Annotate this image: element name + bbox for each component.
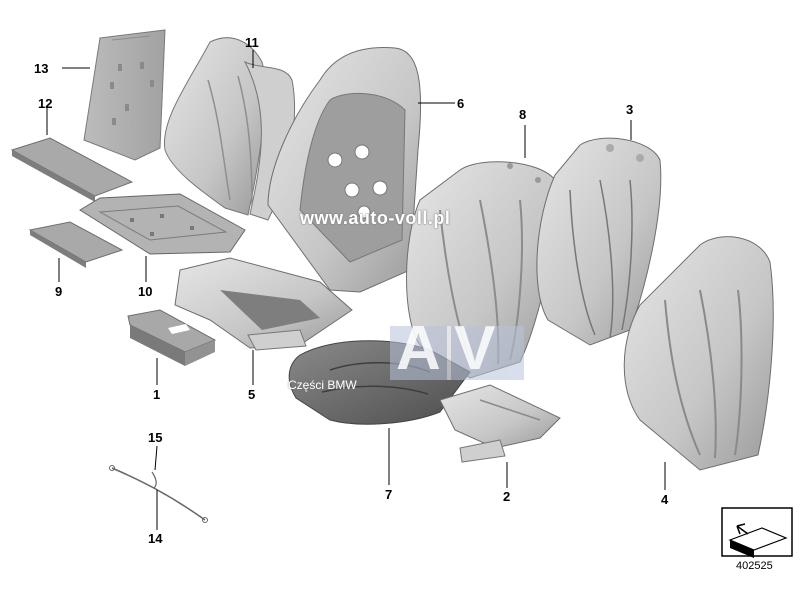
watermark-logo [390,326,524,380]
callout-10: 10 [138,284,153,299]
part-3-backrest-cover [536,137,662,346]
part-15-clip [151,471,157,489]
diagram-number-box [721,507,793,558]
callout-15: 15 [148,430,163,445]
part-9-pad [28,221,124,268]
part-1-cushion [127,309,217,366]
part-13-back-pad [83,29,166,161]
callout-4: 4 [661,492,669,507]
watermark-caption: Części BMW [288,378,357,392]
callout-13: 13 [34,61,49,76]
callout-7: 7 [385,487,393,502]
watermark-letters: AV [396,314,514,383]
callout-6: 6 [457,96,465,111]
part-2-seat-cover [439,384,561,463]
callout-3: 3 [626,102,634,117]
diagram-number: 402525 [736,560,773,572]
callout-2: 2 [503,489,511,504]
callout-14: 14 [148,531,163,546]
leader-lines [46,50,666,530]
part-4-backrest [623,236,774,471]
callout-5: 5 [248,387,256,402]
part-12-pad [10,137,134,202]
part-5-seat-frame [174,257,353,351]
callout-12: 12 [38,96,53,111]
callout-1: 1 [153,387,161,402]
watermark-url: www.auto-voll.pl [300,208,451,228]
callout-8: 8 [519,107,527,122]
part-10-heating-mat [79,193,246,255]
part-6-backrest-frame [267,46,422,293]
part-14-cable [109,465,208,523]
callout-11: 11 [245,35,259,50]
callout-9: 9 [55,284,63,299]
